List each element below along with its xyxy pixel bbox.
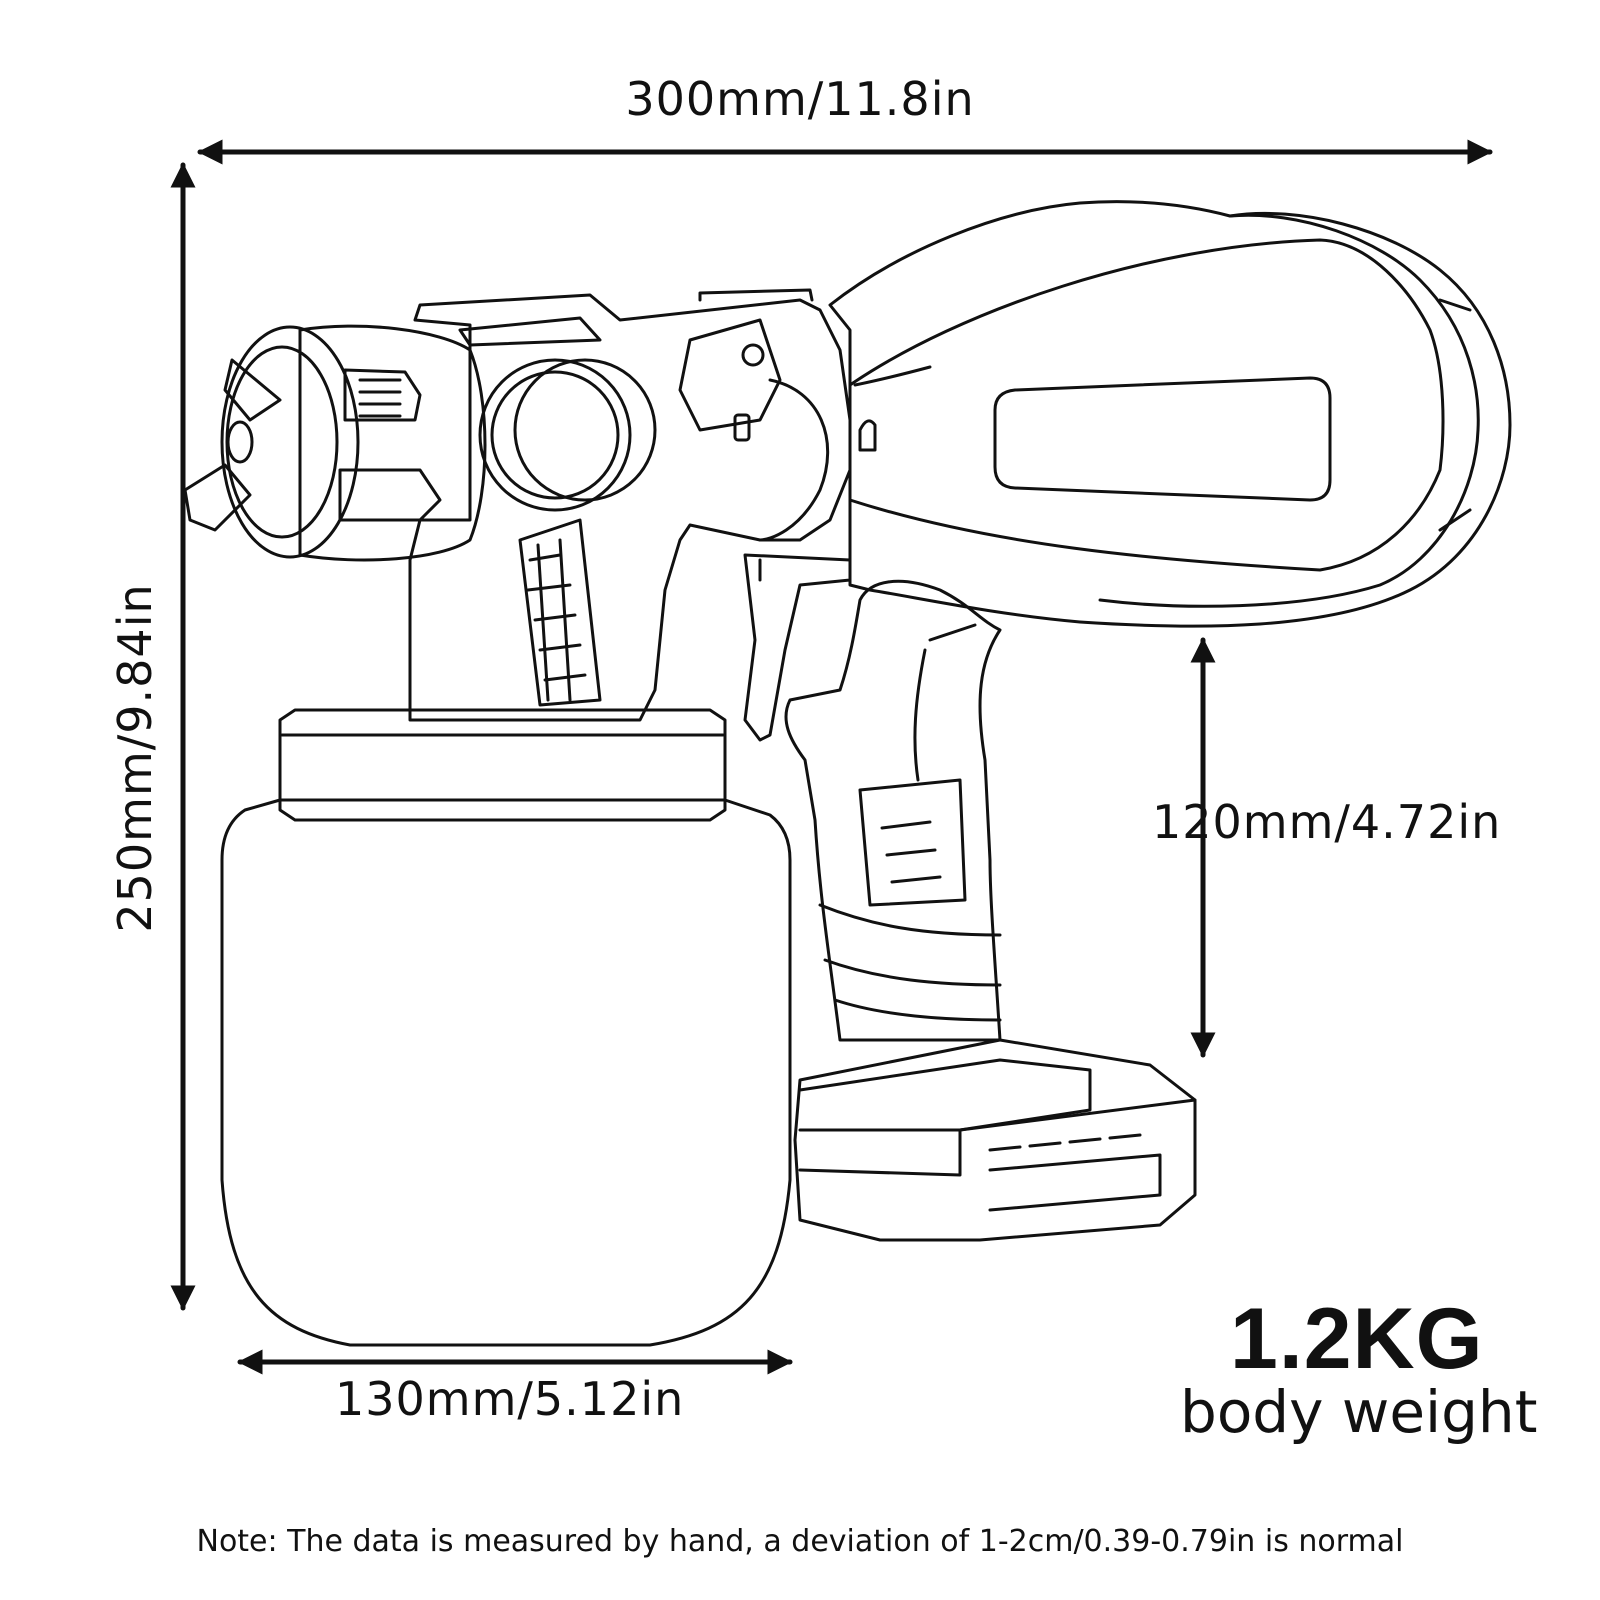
height-dimension-label: 250mm/9.84in xyxy=(108,583,162,933)
trigger xyxy=(743,553,852,742)
spray-nozzle xyxy=(183,324,487,562)
battery-pack xyxy=(793,1038,1197,1242)
handle xyxy=(784,579,1002,1042)
paint-container xyxy=(220,708,792,1347)
tank-width-dimension-label: 130mm/5.12in xyxy=(335,1372,685,1426)
adjustment-dial xyxy=(478,358,657,512)
weight-label: body weight xyxy=(1180,1378,1538,1446)
grip-texture xyxy=(518,518,602,707)
motor-housing xyxy=(828,200,1512,628)
pump-body xyxy=(408,288,877,722)
length-dimension-label: 300mm/11.8in xyxy=(625,72,975,126)
handle-height-dimension-label: 120mm/4.72in xyxy=(1152,795,1502,849)
weight-value: 1.2KG xyxy=(1230,1291,1484,1387)
measurement-note: Note: The data is measured by hand, a de… xyxy=(196,1524,1404,1559)
